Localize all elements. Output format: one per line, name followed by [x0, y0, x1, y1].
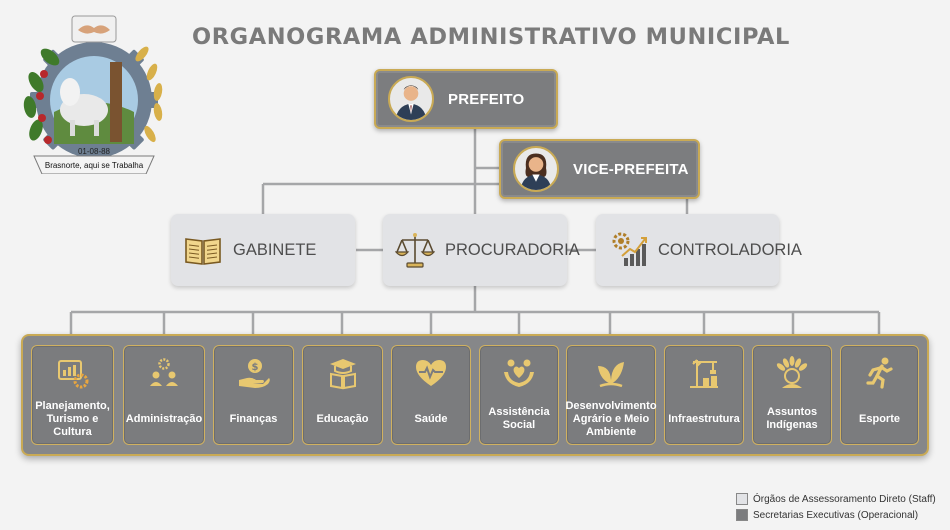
- gabinete-box[interactable]: GABINETE: [171, 214, 355, 286]
- heartbeat-icon: [416, 360, 446, 386]
- sec-administracao[interactable]: Administração: [123, 345, 205, 445]
- book-icon: [185, 238, 221, 265]
- svg-text:$: $: [251, 362, 258, 373]
- cattle-icon: [60, 78, 108, 136]
- sec-desenvolvimento-agrario-label: Desenvolvimento Agrário e Meio Ambiente: [565, 399, 657, 438]
- runner-icon: [865, 357, 893, 389]
- legend-label-staff: Órgãos de Assessoramento Direto (Staff): [753, 493, 936, 505]
- gear-chart-icon: [612, 232, 647, 266]
- coffee-branch-icon: [23, 48, 60, 144]
- sec-financas[interactable]: $ Finanças: [213, 345, 294, 445]
- legend-swatch-staff: [736, 493, 748, 505]
- legend-item-staff: Órgãos de Assessoramento Direto (Staff): [736, 491, 936, 507]
- money-hand-icon: $: [238, 359, 270, 388]
- procuradoria-label: PROCURADORIA: [445, 240, 580, 259]
- legend: Órgãos de Assessoramento Direto (Staff) …: [736, 491, 936, 523]
- sec-assuntos-indigenas[interactable]: Assuntos Indígenas: [752, 345, 832, 445]
- male-person-icon: [388, 76, 434, 122]
- page-title: ORGANOGRAMA ADMINISTRATIVO MUNICIPAL: [192, 24, 790, 50]
- sec-infraestrutura-label: Infraestrutura: [668, 412, 740, 425]
- legend-label-operacional: Secretarias Executivas (Operacional): [753, 509, 919, 521]
- procuradoria-box[interactable]: PROCURADORIA: [383, 214, 580, 286]
- sec-esporte[interactable]: Esporte: [840, 345, 919, 445]
- sec-administracao-label: Administração: [125, 412, 203, 425]
- crane-icon: [690, 359, 718, 388]
- sec-planejamento[interactable]: Planejamento, Turismo e Cultura: [31, 345, 114, 445]
- controladoria-box[interactable]: CONTROLADORIA: [596, 214, 802, 286]
- sec-planejamento-label: Planejamento, Turismo e Cultura: [35, 399, 110, 438]
- indigenous-headdress-icon: [776, 356, 808, 388]
- helping-hands-icon: [504, 359, 534, 387]
- sec-educacao[interactable]: Educação: [302, 345, 383, 445]
- emblem-date: 01-08-88: [78, 147, 111, 156]
- gabinete-label: GABINETE: [233, 240, 317, 259]
- sec-assistencia[interactable]: Assistência Social: [479, 345, 559, 445]
- plant-leaf-icon: [598, 362, 624, 388]
- team-gear-icon: [150, 358, 178, 386]
- planning-chart-icon: [57, 360, 88, 389]
- sec-desenvolvimento-agrario[interactable]: Desenvolvimento Agrário e Meio Ambiente: [565, 345, 657, 445]
- prefeito-box[interactable]: PREFEITO: [374, 69, 558, 129]
- handshake-icon: [71, 15, 117, 43]
- controladoria-label: CONTROLADORIA: [658, 240, 802, 259]
- sec-saude-label: Saúde: [414, 412, 448, 425]
- sec-esporte-label: Esporte: [859, 412, 900, 425]
- sec-infraestrutura[interactable]: Infraestrutura: [664, 345, 744, 445]
- graduation-book-icon: [329, 359, 356, 390]
- scales-icon: [395, 233, 435, 268]
- sec-educacao-label: Educação: [316, 412, 369, 425]
- sec-assuntos-indigenas-label: Assuntos Indígenas: [766, 406, 818, 431]
- sec-financas-label: Finanças: [229, 412, 278, 425]
- sec-assistencia-label: Assistência Social: [488, 406, 550, 431]
- vice-prefeita-label: VICE-PREFEITA: [573, 160, 689, 178]
- legend-swatch-operacional: [736, 509, 748, 521]
- prefeito-label: PREFEITO: [448, 90, 525, 108]
- vice-prefeita-box[interactable]: VICE-PREFEITA: [499, 139, 700, 199]
- municipal-emblem: 01-08-88 Brasnorte, aqui se Trabalha: [23, 15, 163, 174]
- female-person-icon: [513, 146, 559, 192]
- tree-icon: [110, 62, 122, 142]
- legend-item-operacional: Secretarias Executivas (Operacional): [736, 507, 936, 523]
- wheat-icon: [135, 46, 163, 143]
- emblem-motto: Brasnorte, aqui se Trabalha: [45, 161, 144, 170]
- sec-saude[interactable]: Saúde: [391, 345, 471, 445]
